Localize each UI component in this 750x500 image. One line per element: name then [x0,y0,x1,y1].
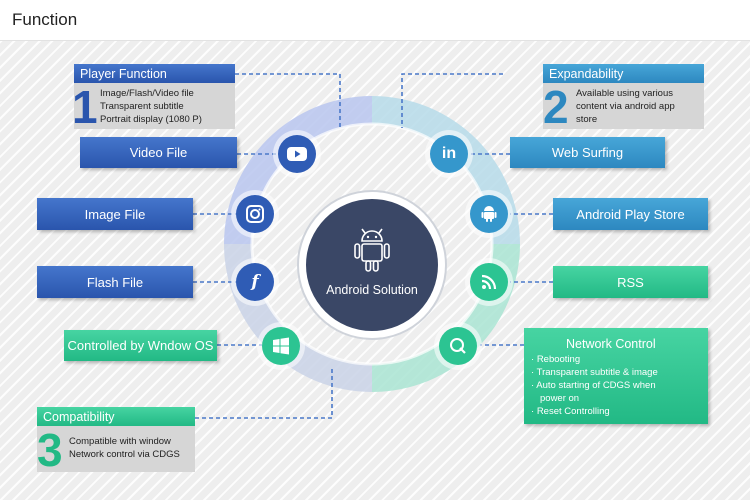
expandability-desc: Available using various content via andr… [576,87,675,126]
feature-play-store[interactable]: Android Play Store [553,198,708,230]
feature-video-file[interactable]: Video File [80,137,237,168]
page-title: Function [12,10,78,29]
desc-line: Network control via CDGS [69,449,180,460]
list-item: Transparent subtitle & image [531,366,658,379]
expandability-panel: 2 Available using various content via an… [543,81,704,133]
expandability-title: Expandability [543,64,704,83]
feature-image-file[interactable]: Image File [37,198,193,230]
desc-line: Portrait display (1080 P) [100,114,202,125]
desc-line: Available using various [576,88,673,99]
network-control-title: Network Control [566,337,656,351]
page-header: Function [0,0,750,41]
list-item: power on [540,393,580,404]
network-icon[interactable] [439,327,477,365]
compatibility-panel: 3 Compatible with window Network control… [37,424,195,476]
android-robot-icon [354,228,390,272]
compatibility-title: Compatibility [37,407,195,426]
list-item: Reset Controlling [531,405,658,418]
feature-web-surfing[interactable]: Web Surfing [510,137,665,168]
network-control-panel[interactable]: Network Control Rebooting Transparent su… [524,328,708,424]
desc-line: Transparent subtitle [100,101,184,112]
rss-icon[interactable] [470,263,508,301]
desc-line: store [576,114,598,125]
desc-line: Compatible with window [69,436,171,447]
instagram-icon[interactable] [236,195,274,233]
desc-line: content via android app [576,101,675,112]
compatibility-desc: Compatible with window Network control v… [69,435,180,461]
center-label: Android Solution [326,283,418,297]
list-item: Rebooting [531,353,658,366]
feature-rss[interactable]: RSS [553,266,708,298]
number-two: 2 [543,81,569,133]
number-three: 3 [37,424,63,476]
feature-windows-control[interactable]: Controlled by Wndow OS [64,330,217,361]
player-function-title: Player Function [74,64,235,83]
player-function-panel: 1 Image/Flash/Video file Transparent sub… [72,81,235,133]
feature-flash-file[interactable]: Flash File [37,266,193,298]
youtube-icon[interactable] [278,135,316,173]
android-icon[interactable] [470,195,508,233]
list-item: Auto starting of CDGS when [531,379,658,392]
ring-graphic [193,73,553,419]
windows-icon[interactable] [262,327,300,365]
number-one: 1 [72,81,98,133]
flash-icon[interactable]: f [236,263,274,301]
desc-line: Image/Flash/Video file [100,88,194,99]
network-control-list: Rebooting Transparent subtitle & image A… [531,353,658,418]
android-solution-hub: Android Solution [306,199,438,331]
linkedin-icon[interactable]: in [430,135,468,173]
diagram-canvas: Player Function 1 Image/Flash/Video file… [0,41,750,500]
player-function-desc: Image/Flash/Video file Transparent subti… [100,87,202,126]
